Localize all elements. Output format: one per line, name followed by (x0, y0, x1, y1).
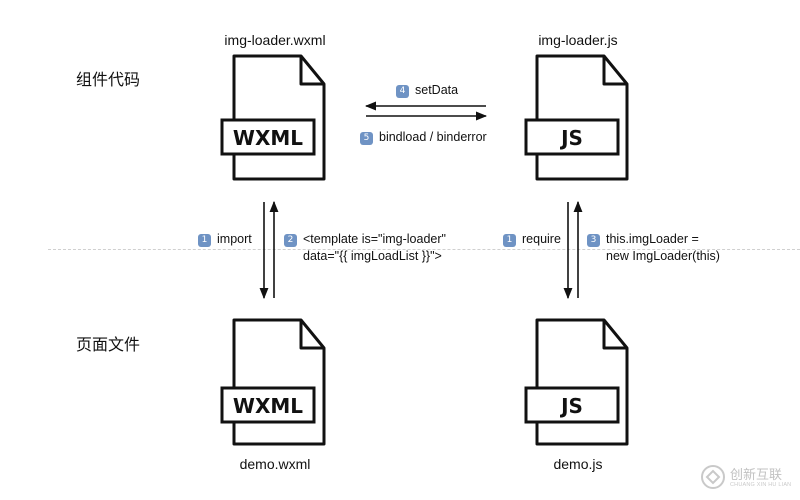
step-badge: 3 (587, 234, 600, 247)
file-tag-wxml: WXML (233, 394, 303, 418)
step-badge: 1 (503, 234, 516, 247)
file-icon-demo-js: JS (524, 318, 629, 446)
file-name-img-loader-wxml: img-loader.wxml (224, 32, 326, 48)
layer-divider (48, 249, 800, 250)
step-badge: 5 (360, 132, 373, 145)
watermark-logo: 创新互联 CHUANG XIN HU LIAN (700, 460, 796, 494)
file-tag-js: JS (559, 126, 583, 150)
edge-label-template: 2<template is="img-loader" data="{{ imgL… (284, 231, 446, 265)
section-label-page: 页面文件 (76, 337, 141, 354)
file-icon-img-loader-wxml: WXML (220, 54, 326, 181)
file-name-img-loader-js: img-loader.js (538, 32, 618, 48)
watermark-icon (701, 465, 725, 489)
step-badge: 2 (284, 234, 297, 247)
section-label-component: 组件代码 (76, 72, 141, 89)
file-name-demo-wxml: demo.wxml (239, 456, 311, 472)
watermark-text: 创新互联 (730, 468, 783, 483)
file-icon-demo-wxml: WXML (220, 318, 326, 446)
file-name-demo-js: demo.js (553, 456, 603, 472)
file-icon-img-loader-js: JS (524, 54, 629, 181)
step-badge: 1 (198, 234, 211, 247)
step-badge: 4 (396, 85, 409, 98)
file-tag-js: JS (559, 394, 583, 418)
watermark-subtext: CHUANG XIN HU LIAN (730, 482, 792, 488)
file-tag-wxml: WXML (233, 126, 303, 150)
